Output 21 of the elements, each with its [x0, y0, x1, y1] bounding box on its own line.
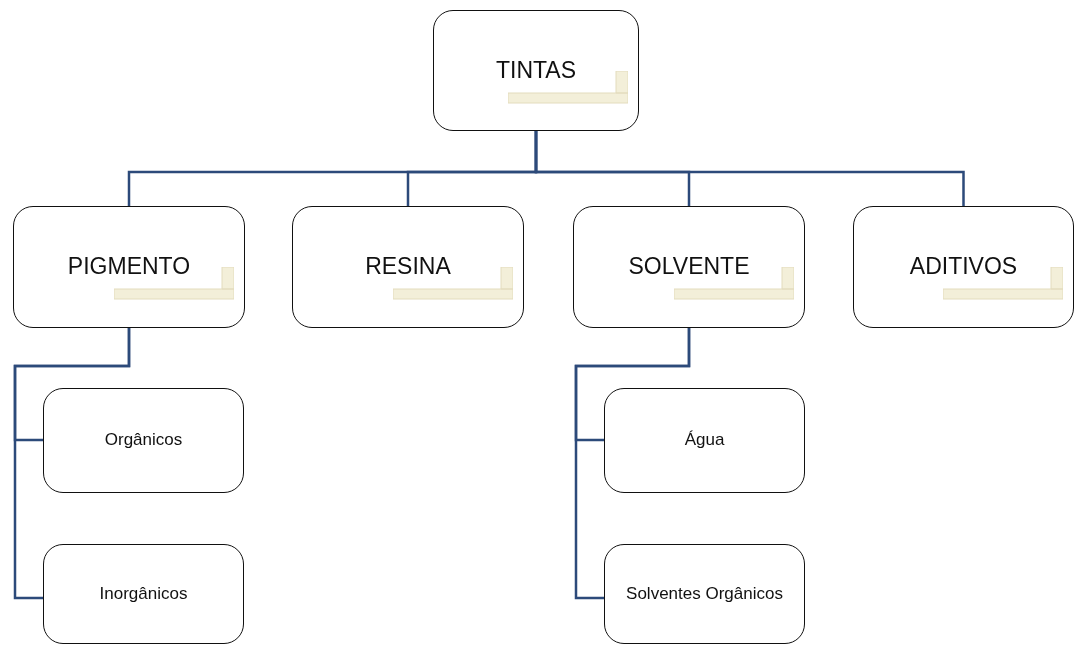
box-label: Água [684, 430, 725, 451]
box-label: PIGMENTO [67, 253, 191, 281]
box-label: Solventes Orgânicos [626, 583, 783, 605]
category-box [604, 544, 805, 644]
box-label: TINTAS [495, 56, 577, 85]
box-label: SOLVENTE [628, 253, 750, 281]
box-label: Inorgânicos [99, 583, 188, 605]
box-label: RESINA [365, 253, 451, 281]
connector-line [13, 328, 131, 600]
category-box [433, 10, 639, 131]
category-box [13, 206, 245, 328]
category-box [573, 206, 805, 328]
category-box [43, 388, 244, 493]
category-box [604, 388, 805, 493]
box-label: ADITIVOS [909, 253, 1018, 281]
connector-line [534, 131, 965, 206]
box-label: Orgânicos [104, 430, 183, 451]
category-box [43, 544, 244, 644]
connector-line [574, 328, 691, 600]
category-box [292, 206, 524, 328]
category-box [853, 206, 1074, 328]
